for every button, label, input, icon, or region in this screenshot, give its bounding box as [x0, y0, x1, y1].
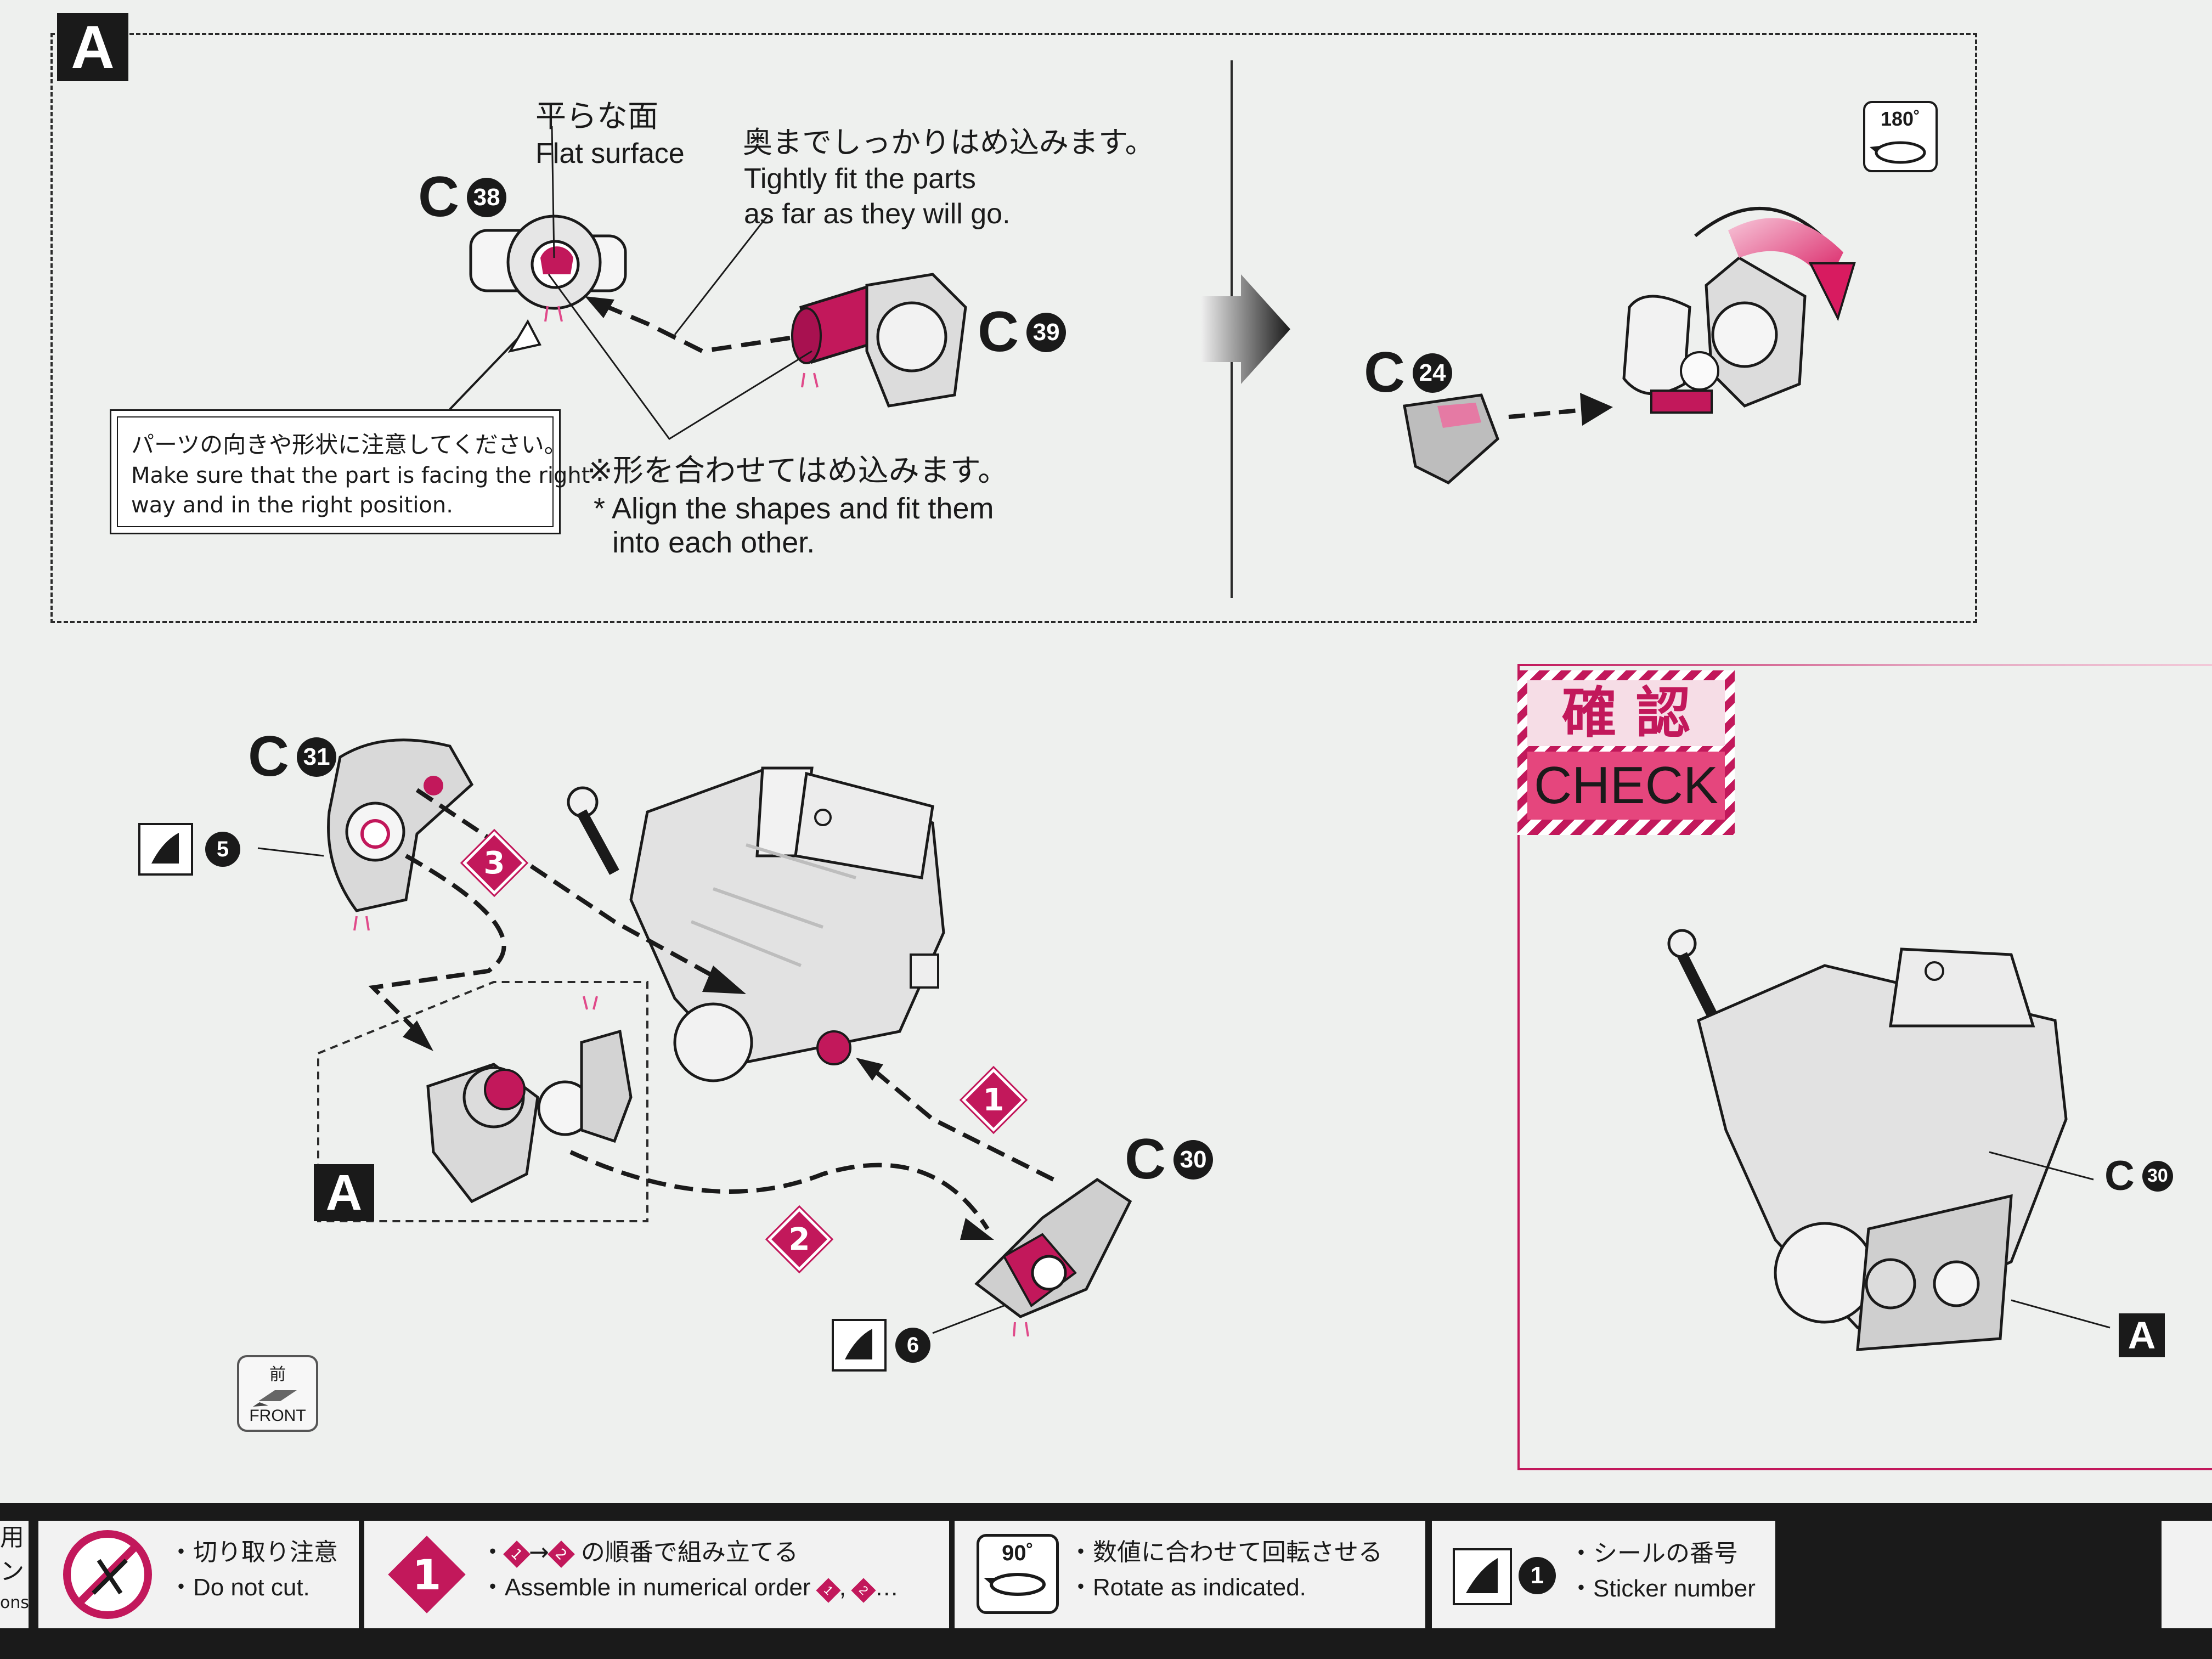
check-frame-top — [1517, 664, 2212, 666]
legend-order-step1: 1 — [503, 1541, 531, 1568]
legend-order-en: ・Assemble in numerical order 1, 2… — [481, 1571, 899, 1604]
flat-surface-label-en: Flat surface — [535, 138, 685, 170]
tight-fit-label-en-2: as far as they will go. — [744, 198, 1011, 230]
part-number-c30: 30 — [1173, 1139, 1214, 1180]
no-cut-icon — [63, 1530, 152, 1619]
main-body-drawing — [567, 766, 945, 1082]
orientation-note-en-2: way and in the right position. — [131, 492, 453, 518]
part-number-c39: 39 — [1026, 312, 1066, 352]
part-code-c30-check: C 30 — [2104, 1152, 2173, 1200]
part-c30-drawing — [974, 1177, 1132, 1337]
sticker-number-5: 5 — [205, 832, 240, 867]
legend-sticker-number: 1 — [1519, 1557, 1556, 1594]
legend-cut: ・切り取り注意 ・Do not cut. — [38, 1521, 359, 1628]
check-illustration — [1667, 929, 2111, 1351]
check-stamp-en: CHECK — [1527, 752, 1725, 820]
flat-surface-label-jp: 平らな面 — [535, 99, 658, 134]
sticker-peel-icon — [1466, 1558, 1498, 1593]
legend-sticker-icon — [1453, 1548, 1512, 1605]
step-a-panel — [50, 33, 1977, 623]
orientation-note-en-1: Make sure that the part is facing the ri… — [131, 462, 590, 488]
legend-order-jp: ・1→2 の順番で組み立てる — [481, 1536, 798, 1568]
step-a-badge: A — [57, 13, 128, 81]
rotate-arrow-icon — [1870, 141, 1926, 164]
main-assembly-illustration — [257, 738, 1132, 1337]
order-step-3: 3 — [460, 828, 529, 898]
legend-order-diamond: 1 — [388, 1536, 466, 1613]
front-arrow-icon — [253, 1390, 297, 1407]
check-a-badge: A — [2119, 1313, 2165, 1357]
part-number-c31: 31 — [297, 737, 337, 777]
check-stamp: 確 認 CHECK — [1517, 670, 1735, 835]
legend-cut-jp: ・切り取り注意 — [169, 1538, 338, 1566]
sticker-number-6: 6 — [895, 1328, 930, 1363]
part-code-c24: C 24 — [1364, 340, 1453, 405]
legend-sticker-jp: ・シールの番号 — [1569, 1539, 1738, 1567]
tight-fit-label-jp: 奥までしっかりはめ込みます。 — [743, 125, 1155, 160]
tight-fit-label-en-1: Tightly fit the parts — [744, 163, 976, 195]
check-frame — [1517, 664, 2212, 1470]
front-icon-en: FRONT — [249, 1407, 306, 1425]
legend-sticker-en: ・Sticker number — [1569, 1575, 1756, 1602]
rotate-180-label: 180˚ — [1880, 108, 1921, 130]
sticker-icon-6 — [832, 1319, 887, 1372]
legend-sticker: 1 ・シールの番号 ・Sticker number — [1432, 1521, 1775, 1628]
part-c39-drawing — [791, 273, 967, 408]
part-number-c24: 24 — [1413, 353, 1453, 393]
check-stamp-jp: 確 認 — [1527, 680, 1725, 746]
subassembly-a-drawing — [426, 996, 633, 1204]
part-code-c31: C 31 — [248, 724, 337, 789]
rotate-180-icon: 180˚ — [1863, 101, 1938, 172]
assembled-a-drawing — [1622, 207, 1856, 414]
part-code-c39: C 39 — [978, 300, 1066, 365]
sticker-peel-icon — [151, 833, 179, 864]
legend-order-step2: 2 — [547, 1541, 575, 1568]
orientation-note: パーツの向きや形状に注意してください。 Make sure that the p… — [110, 409, 590, 534]
rotate-90-icon: 90˚ — [977, 1534, 1059, 1614]
legend-rotate-en: ・Rotate as indicated. — [1069, 1574, 1306, 1601]
order-step-2: 2 — [765, 1205, 834, 1274]
front-icon: 前 FRONT — [237, 1355, 318, 1432]
legend-left-fragment: 用 ン ons — [0, 1521, 29, 1628]
part-number-c30-check: 30 — [2142, 1160, 2173, 1192]
rotate-arrow-icon — [984, 1573, 1046, 1596]
sticker-icon-5 — [138, 823, 193, 876]
part-number-c38: 38 — [467, 177, 507, 217]
legend-cut-en: ・Do not cut. — [169, 1574, 310, 1601]
legend-order: 1 ・1→2 の順番で組み立てる ・Assemble in numerical … — [364, 1521, 949, 1628]
part-code-c38: C 38 — [418, 165, 507, 230]
step-a-illustration — [449, 126, 1856, 484]
part-c38-drawing — [469, 215, 627, 322]
legend-rotate: 90˚ ・数値に合わせて回転させる ・Rotate as indicated. — [955, 1521, 1425, 1628]
legend-right-edge — [2162, 1521, 2212, 1628]
align-label-en-2: into each other. — [612, 526, 815, 559]
front-icon-jp: 前 — [269, 1365, 286, 1384]
part-code-c30: C 30 — [1125, 1127, 1214, 1192]
orientation-note-jp: パーツの向きや形状に注意してください。 — [131, 431, 567, 458]
align-label-jp: ※形を合わせてはめ込みます。 — [587, 453, 1009, 489]
align-label-en-1: * Align the shapes and fit them — [594, 492, 994, 525]
part-c31-drawing — [327, 738, 474, 931]
sticker-peel-icon — [845, 1329, 872, 1359]
subassembly-a-badge: A — [314, 1164, 374, 1221]
legend-rotate-jp: ・数値に合わせて回転させる — [1069, 1538, 1383, 1566]
order-step-1: 1 — [959, 1065, 1028, 1135]
